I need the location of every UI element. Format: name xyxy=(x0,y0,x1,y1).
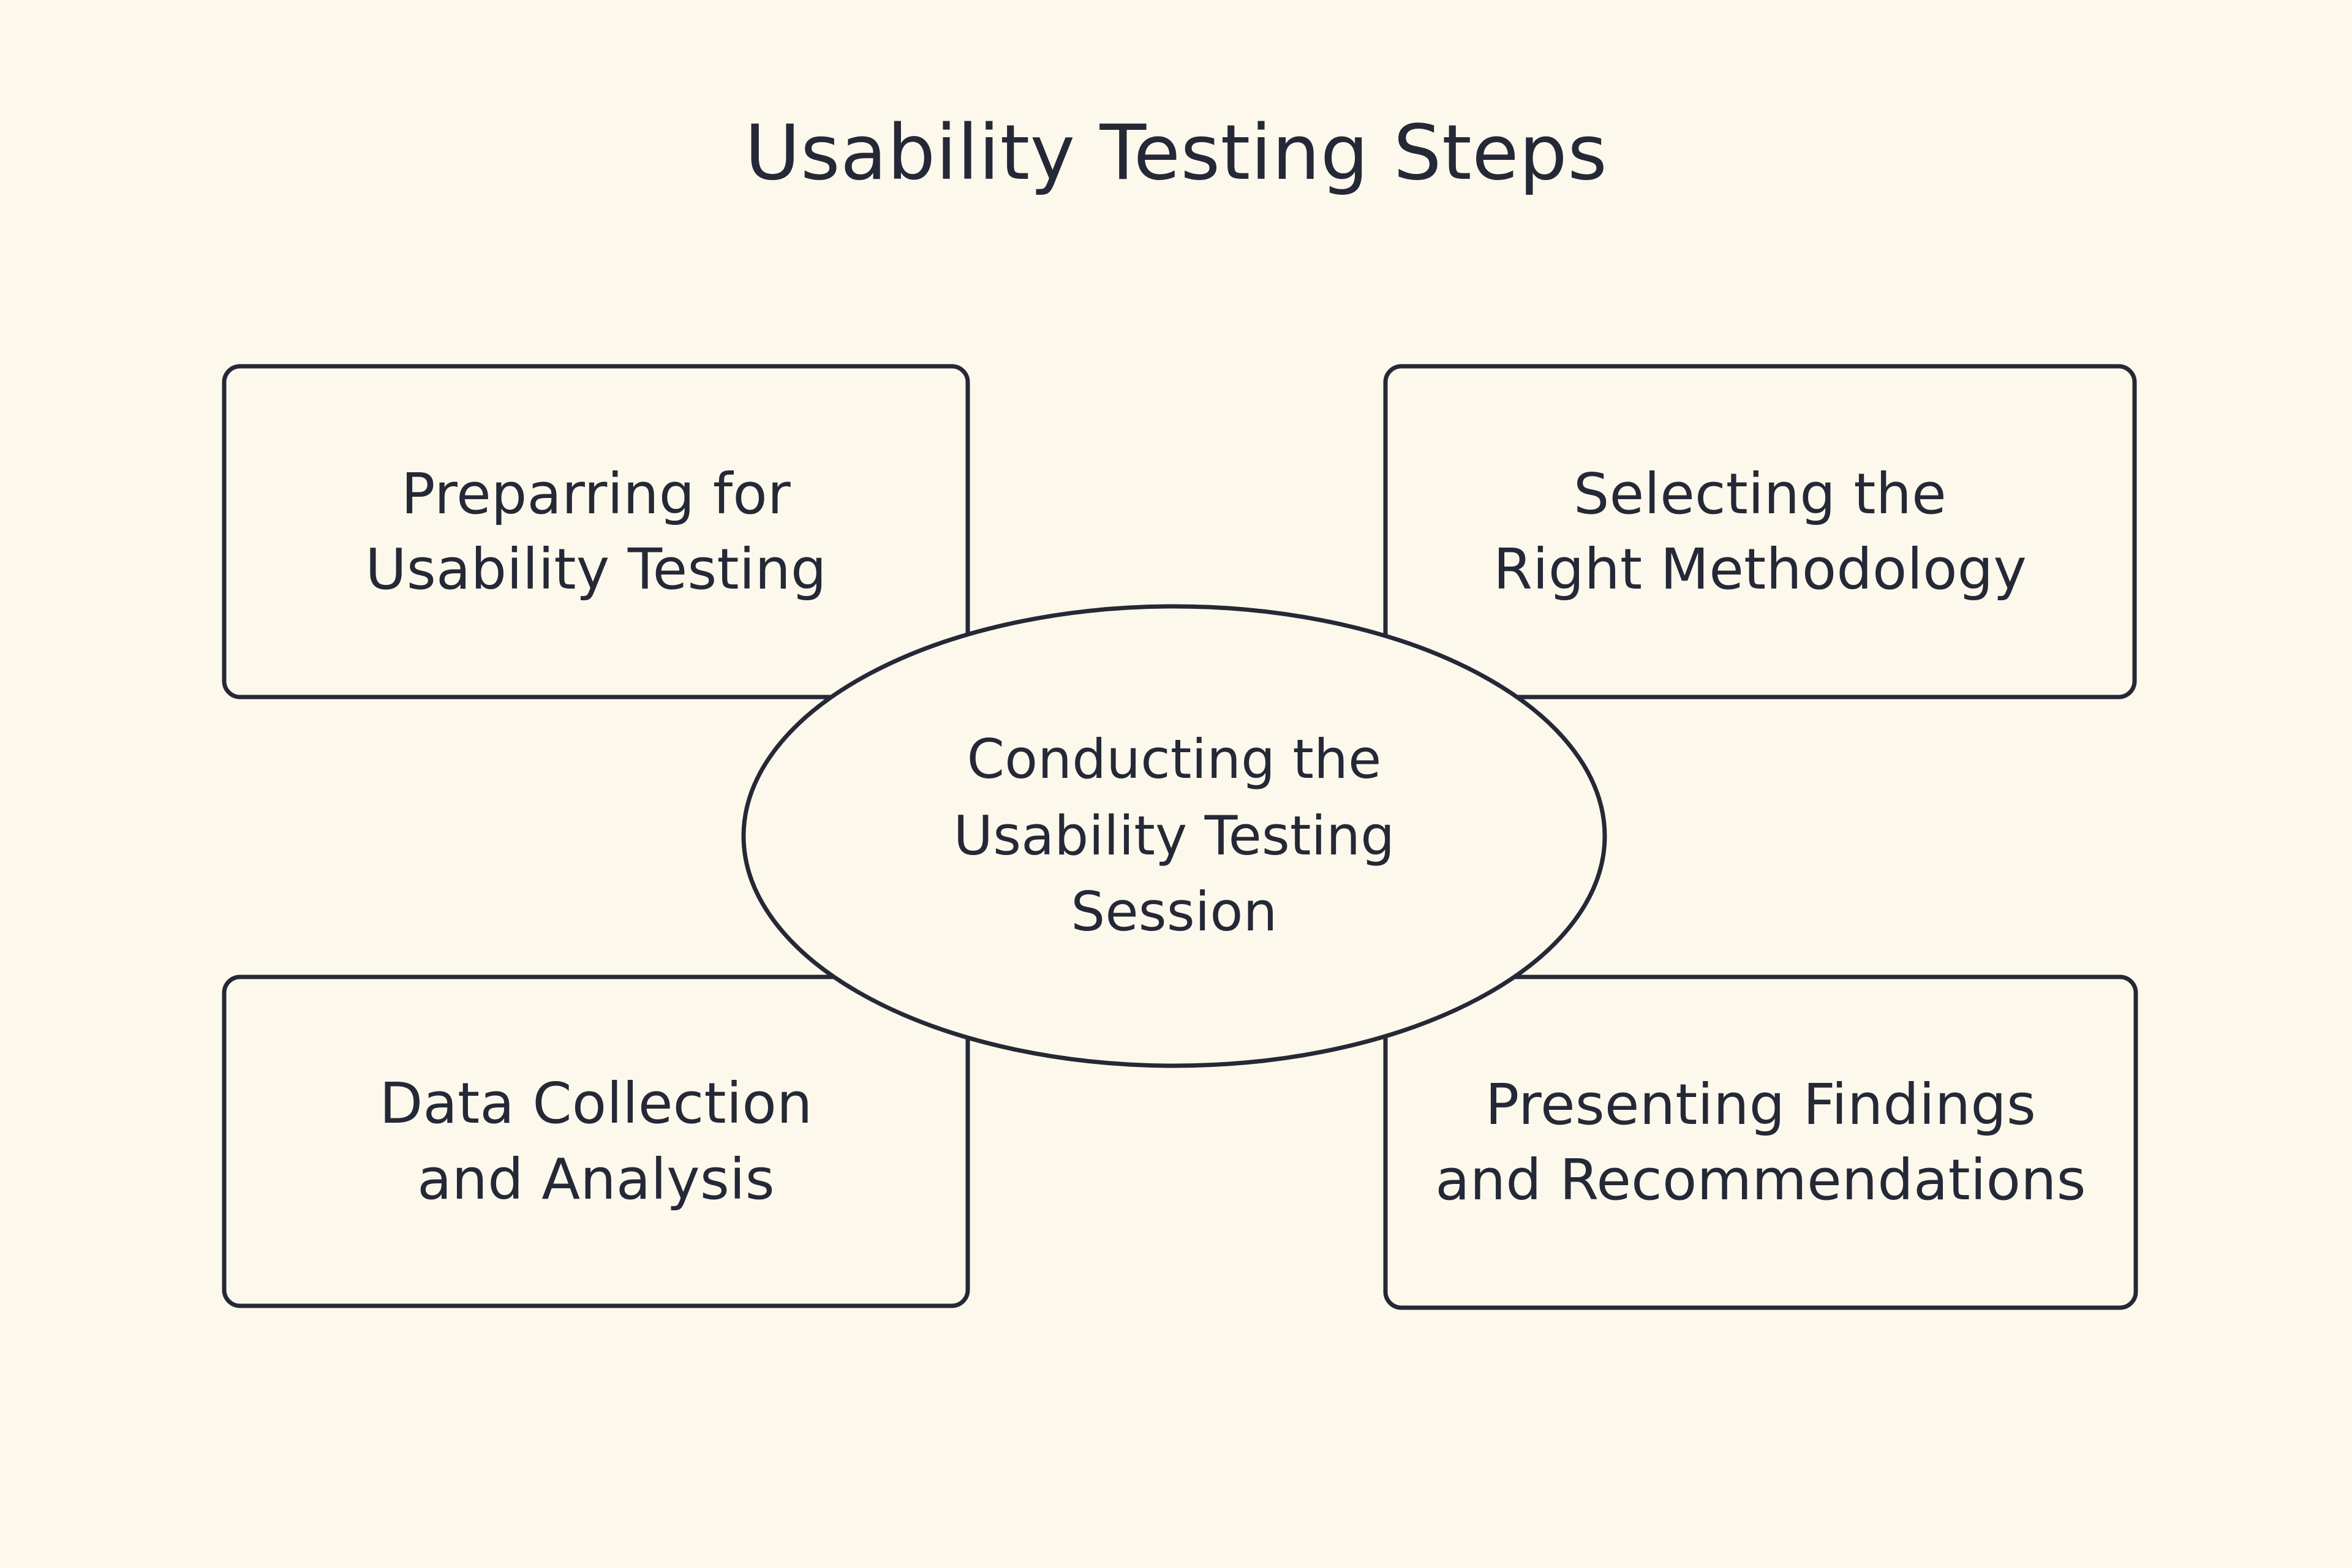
node-label-presenting-findings-and-recommendations: Presenting Findings and Recommendations xyxy=(1385,977,2136,1308)
node-line: Preparring for xyxy=(401,461,791,527)
node-label-preparring-for-usability-testing: Preparring for Usability Testing xyxy=(224,366,968,697)
node-shape-bottom-right[interactable] xyxy=(1383,974,2138,1310)
node-label-data-collection-and-analysis: Data Collection and Analysis xyxy=(224,977,968,1306)
node-line: Right Methodology xyxy=(1493,537,2027,602)
node-line: Usability Testing xyxy=(953,804,1395,867)
node-shape-bottom-left[interactable] xyxy=(222,974,970,1308)
node-shape-top-left[interactable] xyxy=(222,364,970,699)
node-line: and Recommendations xyxy=(1435,1147,2086,1213)
node-line: and Analysis xyxy=(417,1146,775,1212)
page-title: Usability Testing Steps xyxy=(744,109,1608,197)
node-line: Conducting the xyxy=(967,727,1382,791)
node-line: Selecting the xyxy=(1574,461,1947,527)
node-line: Session xyxy=(1071,880,1278,944)
node-line: Presenting Findings xyxy=(1485,1071,2037,1137)
node-label-selecting-the-right-methodology: Selecting the Right Methodology xyxy=(1385,366,2135,697)
node-shape-center-ellipse[interactable] xyxy=(741,604,1607,1068)
node-line: Data Collection xyxy=(379,1071,813,1137)
node-shape-top-right[interactable] xyxy=(1383,364,2137,699)
node-label-conducting-the-usability-testing-session: Conducting the Usability Testing Session xyxy=(744,606,1605,1066)
node-line: Usability Testing xyxy=(365,537,827,602)
